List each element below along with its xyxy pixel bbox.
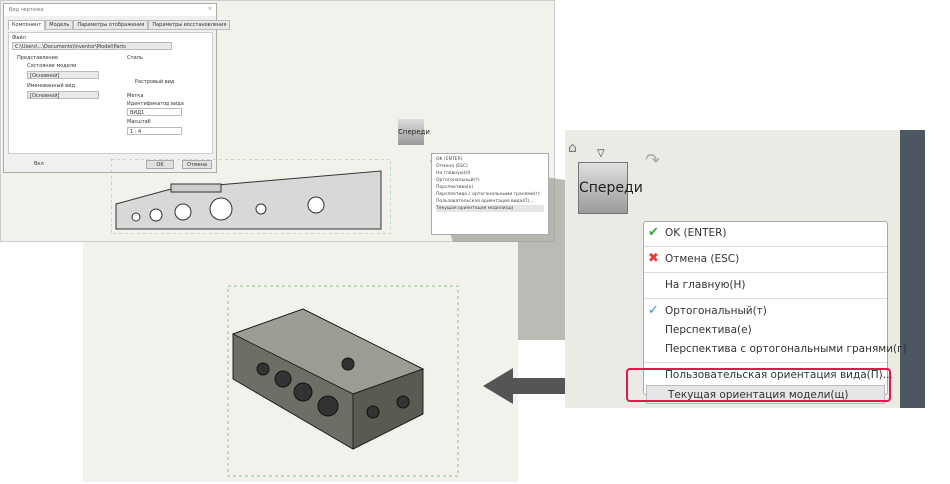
scale-label: Масштаб: [127, 119, 151, 125]
menu-small-item[interactable]: Перспектива(е): [436, 185, 474, 190]
menu-item-label: На главную(Н): [665, 279, 746, 291]
menu-item-ok[interactable]: ✔ OK (ENTER): [644, 224, 887, 243]
ok-button[interactable]: OK: [146, 160, 174, 169]
menu-item-label: OK (ENTER): [665, 227, 727, 239]
file-path-select[interactable]: C:\Users\...\Documents\Inventor\Model\Pa…: [12, 42, 172, 50]
drawing-view-screenshot: Вид чертежа ✕ Компонент Модель Параметры…: [0, 0, 555, 242]
home-icon[interactable]: ⌂: [568, 140, 577, 156]
highlight-frame: [626, 368, 891, 402]
style-label: Стиль: [127, 55, 143, 61]
menu-small-item[interactable]: Перспектива с ортогональными гранями(г): [436, 192, 540, 197]
side-panel: [900, 130, 925, 408]
arrow-up-icon[interactable]: ▽: [597, 148, 605, 159]
viewcube-front-face[interactable]: Спереди: [578, 162, 643, 214]
menu-item-label: Текущая ориентация модели(щ): [668, 389, 849, 401]
context-menu-small: OK (ENTER) Отмена (ESC) На главную(Н) Ор…: [431, 153, 549, 235]
checkmark-icon: ✓: [648, 303, 659, 318]
menu-item-perspective[interactable]: Перспектива(е): [644, 321, 887, 340]
dialog-title: Вид чертежа: [4, 4, 216, 16]
tab-component[interactable]: Компонент: [8, 20, 46, 30]
model-state-select[interactable]: [Основной]: [27, 71, 99, 79]
menu-item-custom-orientation[interactable]: Пользовательская ориентация вида(П)...: [644, 366, 893, 385]
menu-item-label: Пользовательская ориентация вида(П)...: [665, 369, 893, 381]
named-view-label: Именованный вид: [27, 83, 75, 89]
menu-small-item[interactable]: Пользовательская ориентация вида(П)...: [436, 199, 534, 204]
view-id-label: Идентификатор вида: [127, 101, 184, 107]
tab-recovery-options[interactable]: Параметры восстановления: [148, 20, 231, 30]
close-icon[interactable]: ✕: [207, 6, 212, 12]
menu-item-current-model-orientation[interactable]: Текущая ориентация модели(щ): [646, 385, 885, 404]
menu-item-label: Ортогональный(т): [665, 305, 767, 317]
menu-small-item[interactable]: Текущая ориентация модели(щ): [436, 205, 544, 212]
rotate-icon[interactable]: ↷: [645, 150, 661, 171]
model-state-label: Состояние модели: [27, 63, 77, 69]
part-isometric-view: [227, 285, 459, 477]
menu-small-item[interactable]: Ортогональный(т): [436, 178, 480, 183]
drawing-view-dialog: Вид чертежа ✕ Компонент Модель Параметры…: [3, 3, 231, 173]
menu-item-orthographic[interactable]: ✓ Ортогональный(т): [644, 302, 887, 321]
cross-icon: ✖: [648, 251, 659, 266]
isometric-view-screenshot: [83, 242, 518, 482]
viewcube-small[interactable]: Спереди: [398, 119, 430, 145]
cancel-button[interactable]: Отмена: [182, 160, 212, 169]
menu-item-home[interactable]: На главную(Н): [644, 276, 887, 295]
representation-label: Представление: [17, 55, 59, 61]
enable-checkbox[interactable]: Вкл: [34, 161, 44, 167]
part-front-view: [111, 159, 391, 234]
menu-item-label: Отмена (ESC): [665, 253, 740, 265]
menu-item-perspective-ortho-faces[interactable]: Перспектива с ортогональными гранями(г): [644, 340, 907, 359]
menu-item-label: Перспектива с ортогональными гранями(г): [665, 343, 907, 355]
view-id-input[interactable]: ВИД1: [127, 108, 182, 116]
menu-item-cancel[interactable]: ✖ Отмена (ESC): [644, 250, 887, 269]
raster-view-checkbox[interactable]: Растровый вид: [135, 79, 175, 85]
checkmark-icon: ✔: [648, 225, 659, 240]
named-view-select[interactable]: [Основной]: [27, 91, 99, 99]
file-label: Файл: [12, 35, 26, 41]
viewcube-context-menu: ✔OK (ENTER) ✖Отмена (ESC) На главную(Н) …: [643, 221, 907, 404]
arrow-left-icon: [483, 368, 583, 404]
menu-item-label: Перспектива(е): [665, 324, 752, 336]
label-group: Метка: [127, 93, 144, 99]
tab-model[interactable]: Модель: [45, 20, 74, 30]
scale-select[interactable]: 1 : 4: [127, 127, 182, 135]
menu-small-item[interactable]: Отмена (ESC): [436, 164, 468, 169]
menu-small-item[interactable]: OK (ENTER): [436, 157, 463, 162]
menu-small-item[interactable]: На главную(Н): [436, 171, 471, 176]
tab-display-options[interactable]: Параметры отображения: [73, 20, 149, 30]
